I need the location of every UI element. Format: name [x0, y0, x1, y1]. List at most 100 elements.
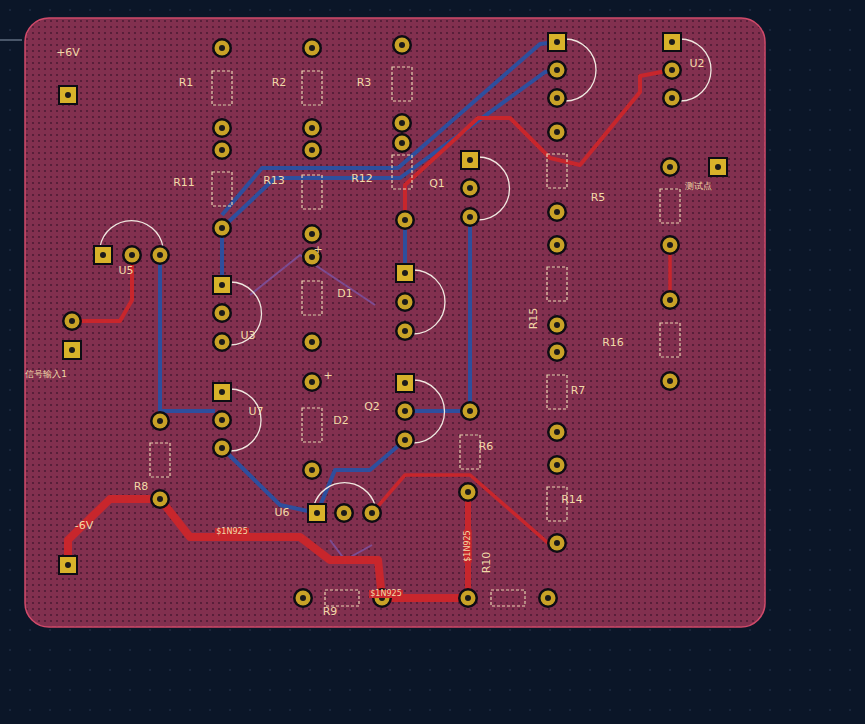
resistor-symbol — [491, 590, 525, 606]
reference-designator: R1 — [178, 77, 195, 88]
test-pad — [58, 555, 78, 575]
test-pad — [58, 85, 78, 105]
edge-mark — [0, 40, 22, 41]
reference-designator: R10 — [481, 550, 492, 574]
transistor-outline — [314, 483, 375, 505]
top-traces — [68, 70, 672, 598]
trace — [317, 440, 405, 513]
reference-designator: R14 — [560, 494, 584, 505]
pad — [212, 140, 232, 160]
reference-designator: R2 — [271, 77, 288, 88]
pad — [392, 133, 412, 153]
board-outline — [25, 18, 765, 627]
pad — [547, 235, 567, 255]
pad — [302, 118, 322, 138]
reference-designator: U6 — [273, 507, 290, 518]
reference-designator: D2 — [332, 415, 349, 426]
pad — [460, 401, 480, 421]
resistor-symbol — [325, 590, 359, 606]
resistor-symbol — [392, 67, 412, 101]
pad — [547, 122, 567, 142]
pad — [395, 210, 415, 230]
pad — [395, 292, 415, 312]
pad — [392, 113, 412, 133]
pad — [212, 303, 232, 323]
pad — [547, 60, 567, 80]
pad — [334, 503, 354, 523]
resistor-symbol — [212, 71, 232, 105]
pad — [122, 245, 142, 265]
resistor-symbol — [660, 189, 680, 223]
reference-designator: R9 — [322, 606, 339, 617]
pad — [547, 88, 567, 108]
pad — [662, 32, 682, 52]
reference-designator: U5 — [117, 265, 134, 276]
trace — [372, 475, 548, 543]
pad — [212, 218, 232, 238]
resistor-symbol — [547, 267, 567, 301]
trace — [160, 255, 215, 411]
pads — [58, 32, 728, 608]
trace — [160, 499, 468, 598]
test-pad — [708, 157, 728, 177]
pad — [212, 410, 232, 430]
resistor-symbol — [212, 172, 232, 206]
pad — [395, 321, 415, 341]
pad — [458, 588, 478, 608]
resistor-symbol — [150, 443, 170, 477]
reference-designator: Q1 — [428, 178, 446, 189]
pad — [93, 245, 113, 265]
transistor-outline — [565, 39, 596, 101]
pad — [660, 157, 680, 177]
reference-designator: R7 — [570, 385, 587, 396]
pad — [212, 382, 232, 402]
reference-designator: 测试点 — [684, 182, 713, 191]
transistor-outline — [230, 389, 261, 451]
bottom-traces — [160, 42, 557, 513]
trace — [465, 492, 471, 598]
transistor-outlines — [100, 39, 711, 505]
pad — [660, 235, 680, 255]
pad — [212, 438, 232, 458]
pad — [460, 178, 480, 198]
reference-designator: $1N925 — [215, 528, 248, 536]
pad — [302, 372, 322, 392]
reference-designator: +6V — [55, 47, 81, 58]
pad — [302, 140, 322, 160]
pad — [302, 460, 322, 480]
resistor-bodies — [150, 67, 680, 606]
trace — [222, 448, 317, 513]
pad — [460, 150, 480, 170]
pad — [547, 533, 567, 553]
resistor-symbol — [547, 375, 567, 409]
pad — [212, 332, 232, 352]
diode-symbol — [302, 408, 322, 442]
pad — [660, 371, 680, 391]
pad — [547, 202, 567, 222]
reference-designator: U2 — [688, 58, 705, 69]
resistor-symbol — [302, 175, 322, 209]
reference-designator: + — [312, 244, 323, 255]
pad — [538, 588, 558, 608]
resistor-symbol — [392, 155, 412, 189]
pad — [547, 342, 567, 362]
resistor-symbol — [547, 154, 567, 188]
pad — [458, 482, 478, 502]
pad — [62, 340, 82, 360]
pad — [460, 207, 480, 227]
reference-designator: R13 — [262, 175, 286, 186]
resistor-symbol — [302, 71, 322, 105]
reference-designator: $1N925 — [464, 529, 472, 562]
pad — [62, 311, 82, 331]
pad — [392, 35, 412, 55]
pad — [307, 503, 327, 523]
transistor-outline — [478, 157, 510, 220]
resistor-symbol — [660, 323, 680, 357]
transistor-outline — [413, 380, 445, 443]
reference-designator: R8 — [133, 481, 150, 492]
reference-designator: + — [322, 370, 333, 381]
pad — [302, 38, 322, 58]
reference-designator: 信号输入1 — [24, 370, 68, 379]
silk-back — [250, 255, 375, 560]
